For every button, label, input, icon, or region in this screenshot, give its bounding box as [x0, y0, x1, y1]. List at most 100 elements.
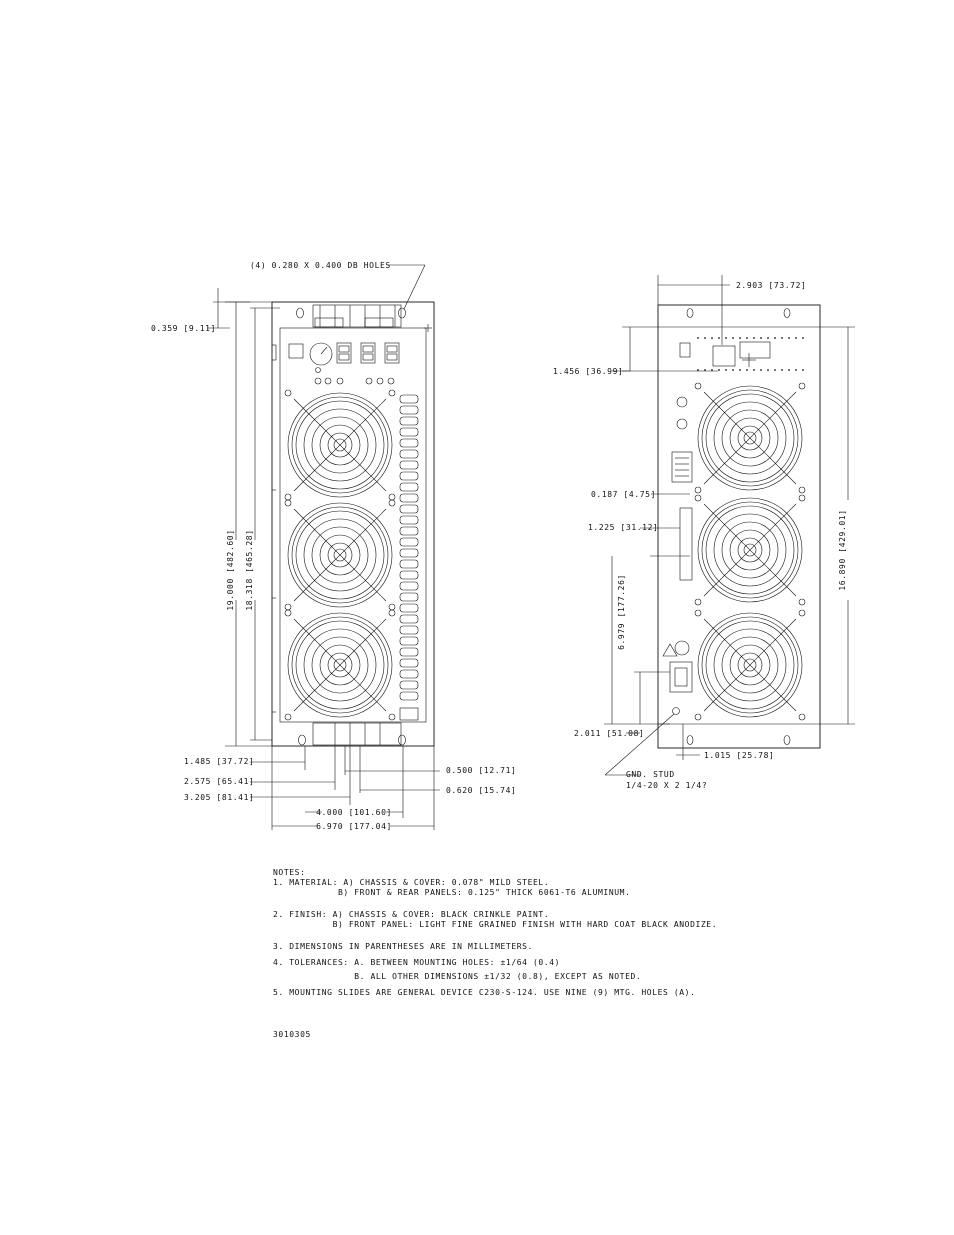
vent-slot	[399, 504, 419, 514]
connector-pin	[732, 369, 734, 371]
connector-pin	[697, 369, 699, 371]
connector-pin	[802, 337, 804, 339]
vent-slot	[399, 394, 419, 404]
vent-slot	[399, 548, 419, 558]
front-dimensions: 0.359 [9.11] 19.000 [482.60] 18.318 [465…	[151, 261, 516, 831]
dim-db-holes: (4) 0.280 X 0.400 DB HOLES	[250, 261, 391, 270]
ac-inlet	[669, 661, 693, 693]
vent-slot	[399, 493, 419, 503]
dim-front-d1: 1.485 [37.72]	[184, 757, 254, 766]
vent-slot	[399, 592, 419, 602]
note-1b: B) FRONT & REAR PANELS: 0.125" THICK 606…	[273, 888, 631, 897]
gnd-stud-spec: 1/4-20 X 2 1/4?	[626, 781, 707, 790]
dim-front-height-overall: 19.000 [482.60]	[226, 529, 235, 610]
connector-pin	[781, 337, 783, 339]
note-3: 3. DIMENSIONS IN PARENTHESES ARE IN MILL…	[273, 942, 533, 951]
vent-slot	[399, 471, 419, 481]
note-4b: B. ALL OTHER DIMENSIONS ±1/32 (0.8), EXC…	[273, 972, 642, 981]
connector-pin	[795, 369, 797, 371]
connector-pins	[697, 337, 804, 371]
connector-pin	[767, 369, 769, 371]
note-2b: B) FRONT PANEL: LIGHT FINE GRAINED FINIS…	[273, 920, 718, 929]
vent-slot	[399, 405, 419, 415]
fan-icon	[694, 494, 806, 606]
vent-slot	[399, 449, 419, 459]
terminal-block	[671, 451, 693, 483]
dim-front-height-panel: 18.318 [465.28]	[245, 529, 254, 610]
dim-rear-top-width: 2.903 [73.72]	[736, 281, 806, 290]
connector-pin	[739, 337, 741, 339]
vent-slot	[399, 515, 419, 525]
vent-slot	[399, 460, 419, 470]
vent-slot	[399, 680, 419, 690]
notes-block: NOTES: 1. MATERIAL: A) CHASSIS & COVER: …	[273, 868, 717, 998]
gnd-stud	[672, 707, 680, 715]
connector-pin	[802, 369, 804, 371]
dim-front-width-inner: 4.000 [101.60]	[316, 808, 392, 817]
bottom-handle	[312, 722, 402, 746]
note-4a: 4. TOLERANCES: A. BETWEEN MOUNTING HOLES…	[273, 958, 561, 967]
vent-slot	[399, 482, 419, 492]
notes-title: NOTES:	[273, 868, 306, 877]
connector-pin	[718, 337, 720, 339]
note-5: 5. MOUNTING SLIDES ARE GENERAL DEVICE C2…	[273, 988, 696, 997]
connector-pin	[711, 369, 713, 371]
power-switch	[288, 343, 304, 359]
knob	[309, 342, 333, 366]
vent-slot	[399, 559, 419, 569]
connector-pin	[788, 337, 790, 339]
fan-icon	[284, 389, 396, 501]
db-hole	[296, 307, 304, 319]
vent-slot	[399, 537, 419, 547]
vent-slot	[399, 526, 419, 536]
db-hole	[398, 734, 406, 746]
dim-rear-d1: 0.187 [4.75]	[591, 490, 656, 499]
connector-pin	[704, 337, 706, 339]
dim-front-d5: 0.620 [15.74]	[446, 786, 516, 795]
document-id: 3010305	[273, 1030, 311, 1039]
connector-pin	[753, 337, 755, 339]
dim-front-d4: 0.500 [12.71]	[446, 766, 516, 775]
dim-front-d3: 3.205 [81.41]	[184, 793, 254, 802]
dim-rear-height: 16.890 [429.01]	[838, 509, 847, 590]
front-panel-outline	[271, 301, 435, 747]
connector-pin	[725, 369, 727, 371]
dim-rear-d4: 2.011 [51.08]	[574, 729, 644, 738]
connector-pin	[760, 369, 762, 371]
gnd-stud-label: GND. STUD	[626, 770, 675, 779]
fan-icon	[284, 609, 396, 721]
rear-dimensions: 2.903 [73.72] 1.456 [36.99] 16.890 [429.…	[553, 275, 855, 790]
connector-pin	[746, 337, 748, 339]
dim-rear-d3: 6.979 [177.26]	[617, 574, 626, 650]
connector-pin	[711, 337, 713, 339]
connector-pin	[746, 369, 748, 371]
connector-pin	[725, 337, 727, 339]
vent-slot	[399, 427, 419, 437]
vent-slot	[399, 691, 419, 701]
slide-rail	[679, 507, 693, 581]
vent-slot	[399, 438, 419, 448]
vent-slots	[399, 394, 419, 701]
connector-pin	[697, 337, 699, 339]
note-2a: 2. FINISH: A) CHASSIS & COVER: BLACK CRI…	[273, 910, 550, 919]
vent-slot	[399, 647, 419, 657]
dim-rear-top-height: 1.456 [36.99]	[553, 367, 623, 376]
vent-slot	[399, 581, 419, 591]
vent-slot	[399, 658, 419, 668]
fan-icon	[284, 499, 396, 611]
dim-front-width-overall: 6.970 [177.04]	[316, 822, 392, 831]
dim-rear-d5: 1.015 [25.78]	[704, 751, 774, 760]
vent-slot	[399, 416, 419, 426]
connector-pin	[788, 369, 790, 371]
note-1a: 1. MATERIAL: A) CHASSIS & COVER: 0.078" …	[273, 878, 550, 887]
connector-pin	[795, 337, 797, 339]
fan-icon	[694, 609, 806, 721]
fan-icon	[694, 382, 806, 494]
connector-pin	[781, 369, 783, 371]
vent-slot	[399, 603, 419, 613]
db-hole	[398, 307, 406, 319]
dim-front-top-offset: 0.359 [9.11]	[151, 324, 216, 333]
connector-pin	[774, 369, 776, 371]
rear-panel-outline	[657, 304, 821, 749]
